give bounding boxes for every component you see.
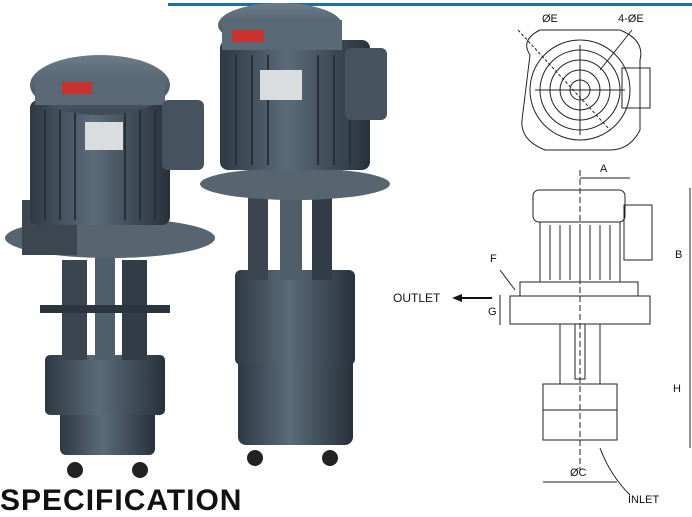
dim-g-label: G bbox=[488, 306, 497, 318]
dim-bolt-label: 4-ØE bbox=[618, 13, 644, 25]
section-heading: SPECIFICATION bbox=[0, 484, 243, 517]
outlet-label: OUTLET bbox=[393, 291, 441, 305]
dim-b-label: B bbox=[675, 249, 682, 261]
pump-photo bbox=[5, 3, 390, 478]
inlet-label: INLET bbox=[628, 494, 659, 506]
dim-h-label: H bbox=[673, 383, 681, 395]
right-pump bbox=[200, 3, 390, 466]
dim-a-label: A bbox=[600, 163, 608, 175]
dim-c-label: ØC bbox=[570, 467, 587, 479]
header-rule bbox=[168, 3, 692, 6]
left-pump bbox=[5, 55, 215, 478]
dim-e-label: ØE bbox=[542, 13, 558, 25]
dim-f-label: F bbox=[490, 253, 497, 265]
dimension-drawing: ØE 4-ØE A B F G H ØC OUTLET INLET bbox=[393, 13, 691, 506]
